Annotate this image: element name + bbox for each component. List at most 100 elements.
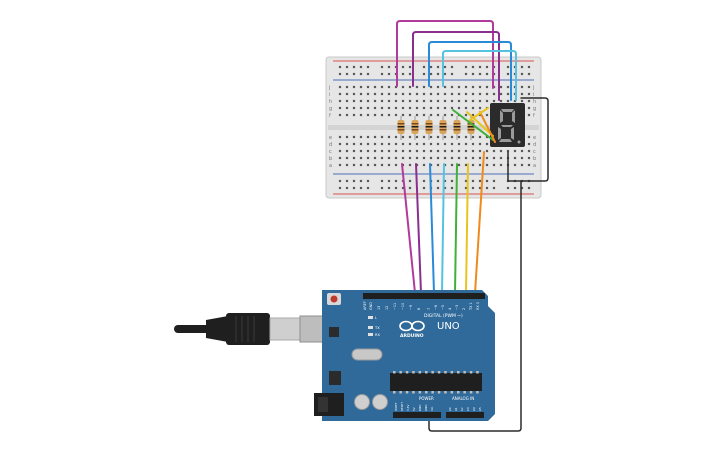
breadboard-hole[interactable] [352, 156, 356, 160]
wire-cyan-down[interactable] [441, 163, 445, 294]
breadboard-hole[interactable] [492, 156, 496, 160]
breadboard-hole[interactable] [352, 113, 356, 117]
breadboard-hole[interactable] [443, 113, 447, 117]
breadboard-hole[interactable] [443, 179, 447, 183]
breadboard-hole[interactable] [429, 92, 433, 96]
breadboard-hole[interactable] [527, 156, 531, 160]
breadboard-hole[interactable] [394, 135, 398, 139]
breadboard-hole[interactable] [422, 72, 426, 76]
breadboard-hole[interactable] [527, 163, 531, 167]
breadboard-hole[interactable] [408, 72, 412, 76]
breadboard-hole[interactable] [352, 142, 356, 146]
breadboard-hole[interactable] [408, 163, 412, 167]
breadboard-hole[interactable] [471, 113, 475, 117]
breadboard-hole[interactable] [380, 65, 384, 69]
breadboard-hole[interactable] [499, 149, 503, 153]
breadboard-hole[interactable] [436, 149, 440, 153]
breadboard-hole[interactable] [394, 113, 398, 117]
breadboard-hole[interactable] [359, 149, 363, 153]
breadboard-hole[interactable] [387, 156, 391, 160]
breadboard-hole[interactable] [422, 113, 426, 117]
breadboard-hole[interactable] [373, 106, 377, 110]
breadboard-hole[interactable] [429, 142, 433, 146]
breadboard-hole[interactable] [513, 99, 517, 103]
breadboard-hole[interactable] [401, 72, 405, 76]
breadboard-hole[interactable] [513, 186, 517, 190]
breadboard-hole[interactable] [345, 92, 349, 96]
breadboard-hole[interactable] [415, 149, 419, 153]
breadboard-hole[interactable] [429, 135, 433, 139]
breadboard-hole[interactable] [478, 135, 482, 139]
breadboard-hole[interactable] [373, 92, 377, 96]
wire-purple-top[interactable] [412, 31, 500, 101]
breadboard-hole[interactable] [366, 142, 370, 146]
breadboard-hole[interactable] [394, 163, 398, 167]
breadboard-hole[interactable] [373, 142, 377, 146]
breadboard-hole[interactable] [366, 156, 370, 160]
breadboard-hole[interactable] [520, 92, 524, 96]
breadboard-hole[interactable] [429, 113, 433, 117]
breadboard-hole[interactable] [436, 85, 440, 89]
wire-purple-down[interactable] [415, 163, 422, 294]
breadboard-hole[interactable] [352, 106, 356, 110]
breadboard-hole[interactable] [471, 142, 475, 146]
breadboard-hole[interactable] [373, 85, 377, 89]
breadboard-hole[interactable] [380, 135, 384, 139]
breadboard-hole[interactable] [485, 113, 489, 117]
wire-blue-top[interactable] [428, 41, 512, 101]
wire-magenta-top[interactable] [396, 20, 494, 89]
breadboard-hole[interactable] [373, 113, 377, 117]
breadboard-hole[interactable] [352, 85, 356, 89]
breadboard-hole[interactable] [527, 85, 531, 89]
breadboard-hole[interactable] [387, 179, 391, 183]
breadboard-hole[interactable] [380, 142, 384, 146]
breadboard-hole[interactable] [450, 99, 454, 103]
breadboard-hole[interactable] [492, 163, 496, 167]
breadboard-hole[interactable] [345, 186, 349, 190]
breadboard-hole[interactable] [359, 99, 363, 103]
breadboard-hole[interactable] [457, 92, 461, 96]
breadboard-hole[interactable] [408, 186, 412, 190]
breadboard-hole[interactable] [485, 163, 489, 167]
breadboard-hole[interactable] [443, 149, 447, 153]
breadboard-hole[interactable] [401, 99, 405, 103]
breadboard-hole[interactable] [450, 149, 454, 153]
breadboard-hole[interactable] [464, 179, 468, 183]
breadboard-hole[interactable] [492, 179, 496, 183]
breadboard-hole[interactable] [408, 156, 412, 160]
breadboard-hole[interactable] [471, 99, 475, 103]
breadboard-hole[interactable] [338, 99, 342, 103]
breadboard-hole[interactable] [415, 142, 419, 146]
breadboard-hole[interactable] [380, 99, 384, 103]
breadboard-hole[interactable] [345, 135, 349, 139]
breadboard-hole[interactable] [401, 156, 405, 160]
breadboard-hole[interactable] [485, 179, 489, 183]
breadboard-hole[interactable] [471, 65, 475, 69]
breadboard-hole[interactable] [436, 65, 440, 69]
breadboard-hole[interactable] [499, 92, 503, 96]
wire-green-diagonal[interactable] [452, 109, 494, 141]
breadboard-hole[interactable] [457, 156, 461, 160]
breadboard-hole[interactable] [485, 135, 489, 139]
breadboard-hole[interactable] [366, 99, 370, 103]
breadboard-hole[interactable] [380, 72, 384, 76]
breadboard-hole[interactable] [492, 92, 496, 96]
breadboard-hole[interactable] [401, 65, 405, 69]
breadboard-hole[interactable] [394, 186, 398, 190]
breadboard-hole[interactable] [429, 106, 433, 110]
breadboard-hole[interactable] [443, 92, 447, 96]
breadboard-hole[interactable] [338, 156, 342, 160]
breadboard-hole[interactable] [408, 85, 412, 89]
breadboard-hole[interactable] [485, 72, 489, 76]
breadboard-hole[interactable] [464, 85, 468, 89]
breadboard-hole[interactable] [464, 163, 468, 167]
breadboard-hole[interactable] [373, 156, 377, 160]
breadboard-hole[interactable] [429, 85, 433, 89]
breadboard-hole[interactable] [422, 65, 426, 69]
breadboard-hole[interactable] [506, 186, 510, 190]
breadboard-hole[interactable] [485, 156, 489, 160]
breadboard-hole[interactable] [415, 92, 419, 96]
breadboard-hole[interactable] [352, 99, 356, 103]
breadboard-hole[interactable] [443, 186, 447, 190]
breadboard-hole[interactable] [443, 85, 447, 89]
